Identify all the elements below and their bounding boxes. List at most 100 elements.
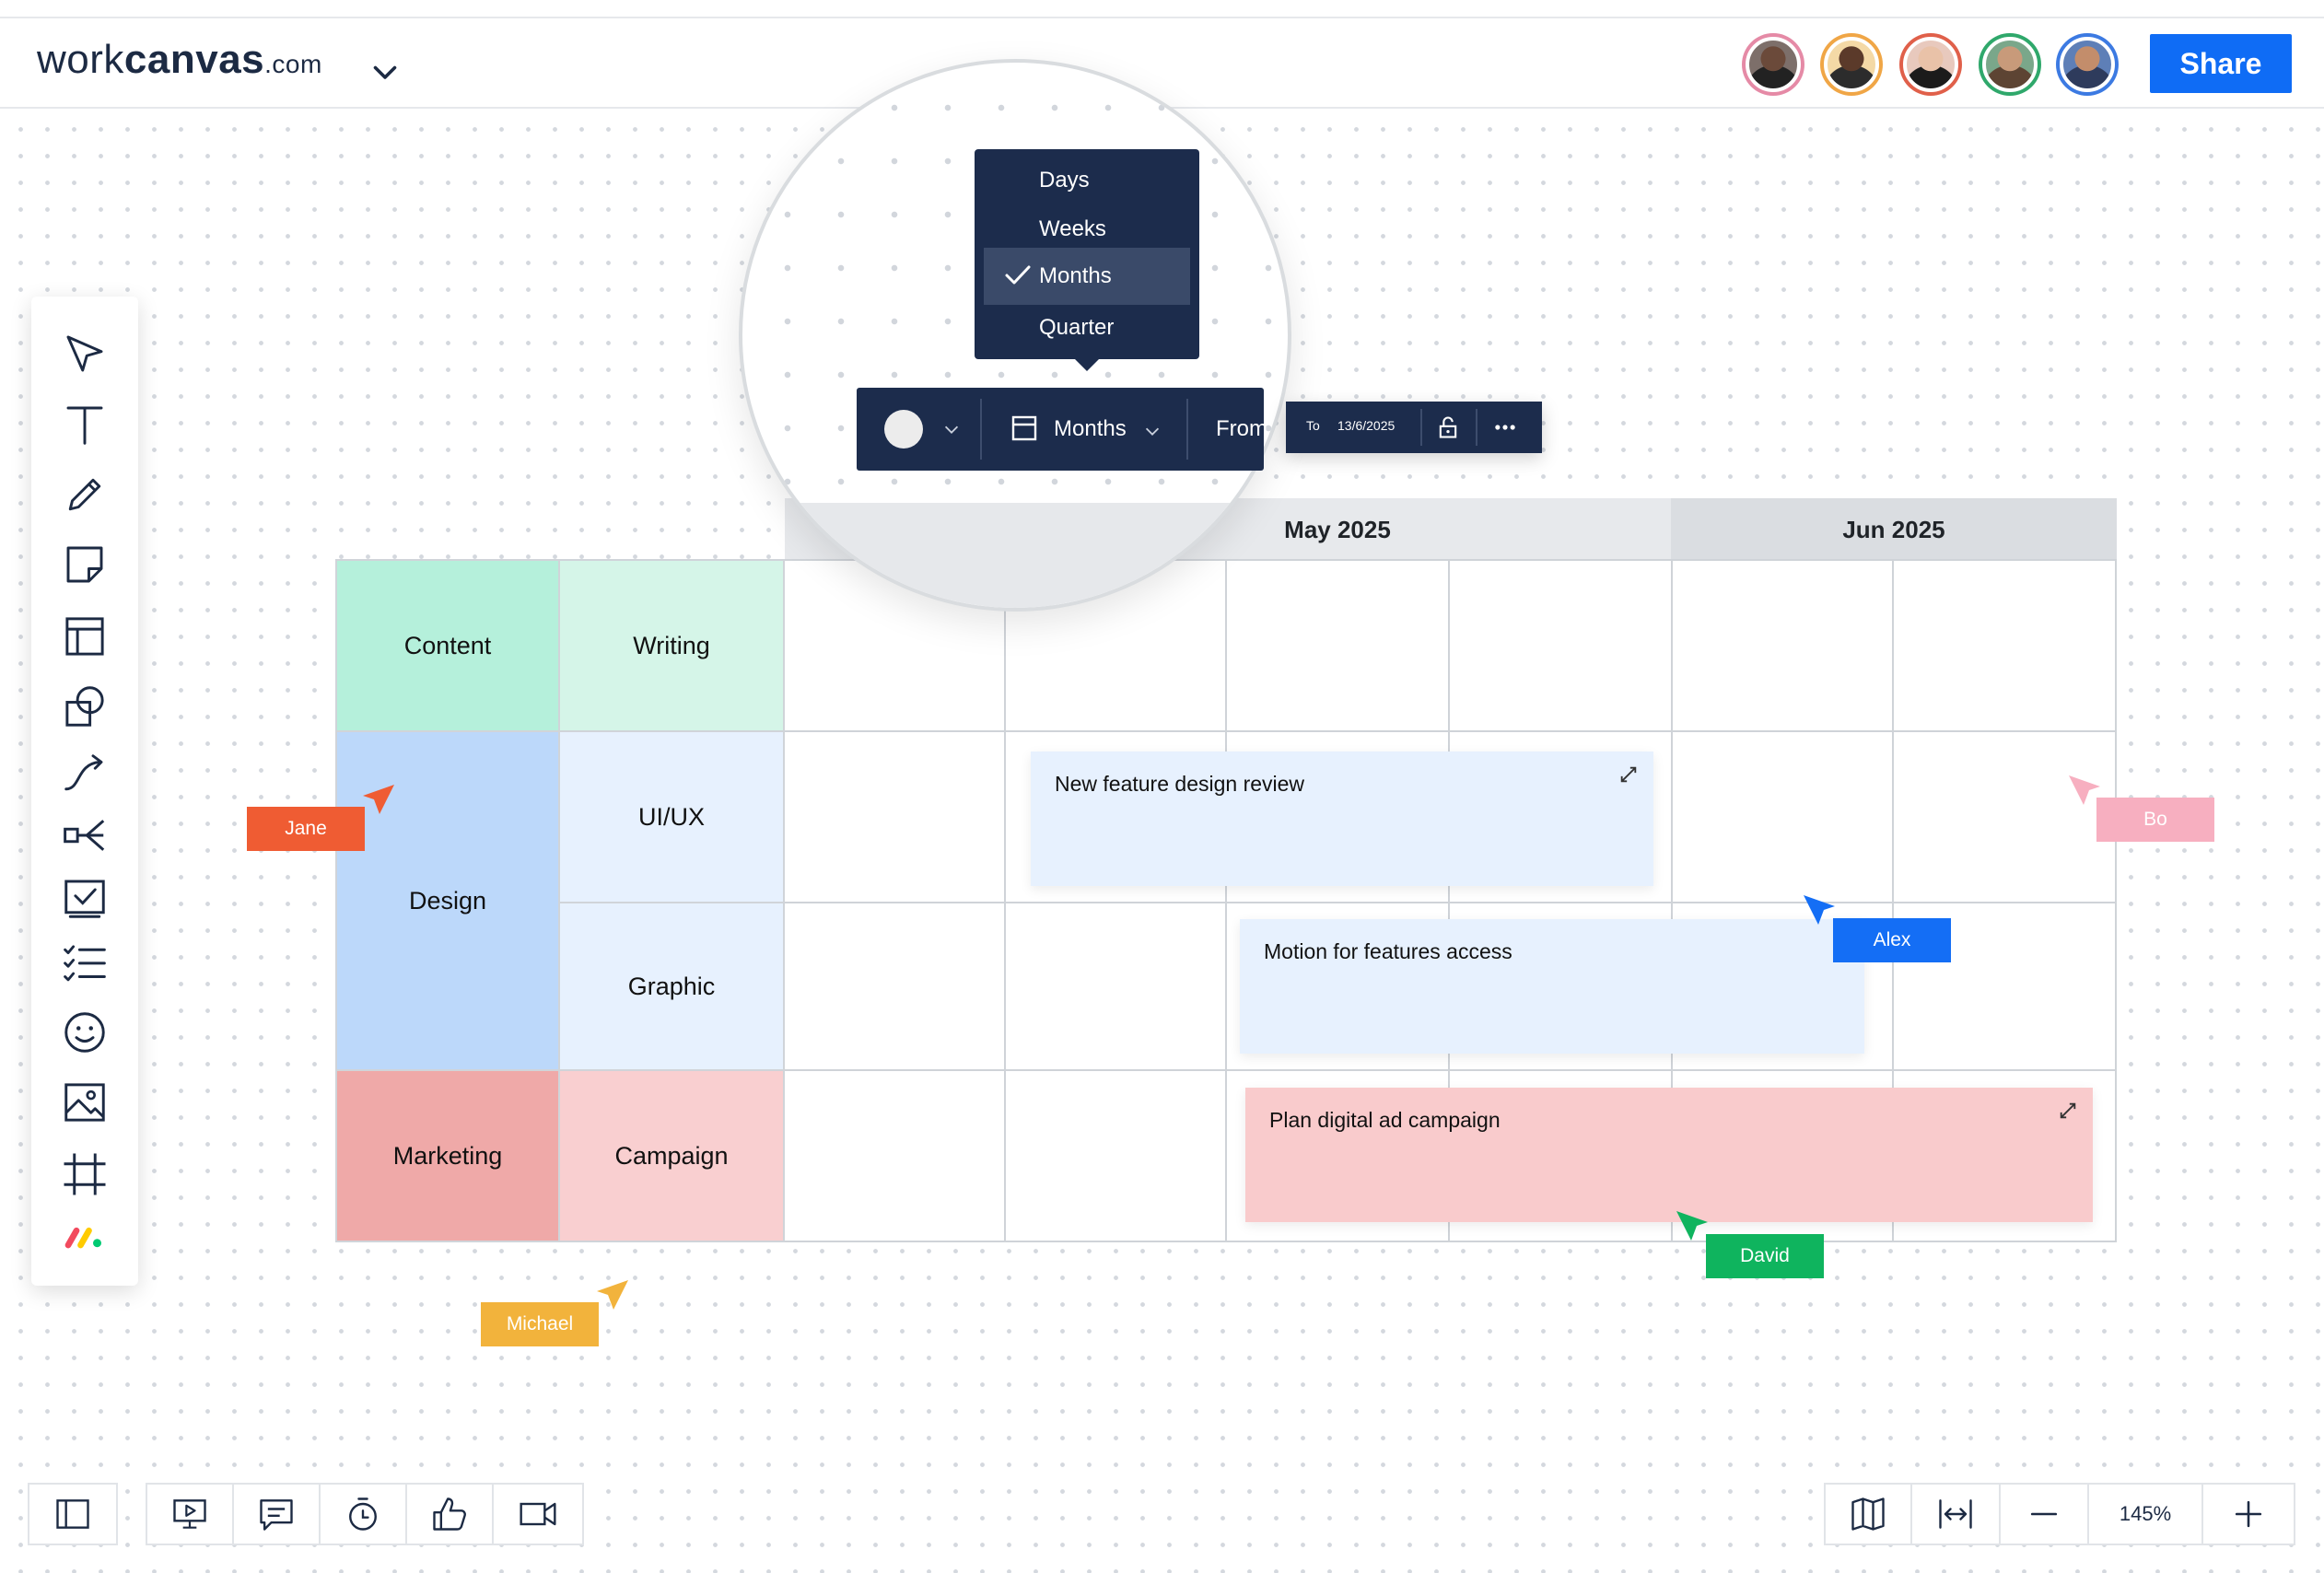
checkbox-tool[interactable]: [31, 871, 138, 925]
panel-toggle-bar: [28, 1483, 118, 1545]
more-options-icon[interactable]: [1490, 414, 1520, 440]
lock-icon[interactable]: [1435, 414, 1461, 440]
grid-cell[interactable]: [1671, 730, 1894, 903]
image-tool[interactable]: [31, 1076, 138, 1129]
present-icon: [173, 1499, 206, 1529]
chevron-down-icon[interactable]: [941, 419, 962, 439]
comment-button[interactable]: [234, 1485, 321, 1544]
checklist-icon: [64, 945, 106, 982]
menu-item-months[interactable]: Months: [984, 248, 1190, 305]
zoom-out-button[interactable]: [2001, 1485, 2089, 1544]
pen-tool[interactable]: [31, 468, 138, 521]
timeline-header-band-jun: [1671, 498, 2117, 561]
brand-suffix: .com: [264, 50, 322, 78]
menu-item-weeks[interactable]: Weeks: [1039, 216, 1106, 241]
menu-item-quarter[interactable]: Quarter: [1039, 315, 1115, 340]
pen-icon: [68, 478, 101, 511]
connector-icon: [64, 754, 103, 791]
lane-ui-ux[interactable]: UI/UX: [558, 730, 785, 903]
timeline-card[interactable]: Plan digital ad campaign: [1245, 1088, 2093, 1222]
chevron-down-icon[interactable]: [368, 55, 402, 88]
grid-cell[interactable]: [783, 902, 1006, 1071]
monday-logo-icon: [64, 1227, 101, 1249]
text-icon: [66, 406, 103, 445]
grid-cell[interactable]: [783, 1069, 1006, 1242]
group-marketing[interactable]: Marketing: [335, 1069, 560, 1242]
vote-button[interactable]: [407, 1485, 494, 1544]
scale-dropdown-menu: Days Weeks Months Quarter: [975, 149, 1199, 359]
view-controls-bar: 145%: [1824, 1483, 2295, 1545]
zoom-in-button[interactable]: [2203, 1485, 2294, 1544]
zoom-level[interactable]: 145%: [2089, 1485, 2203, 1544]
cursor-arrow-icon: [363, 785, 394, 814]
grid-cell[interactable]: [1892, 730, 2117, 903]
magnifier-lens: [739, 59, 1291, 612]
grid-cell[interactable]: [1004, 1069, 1227, 1242]
pointer-tool[interactable]: [31, 327, 138, 380]
tool-sidebar: [31, 297, 138, 1286]
cursor-label-david: David: [1706, 1234, 1824, 1278]
avatar[interactable]: [2060, 37, 2115, 92]
cursor-label-jane: Jane: [247, 807, 365, 851]
timer-button[interactable]: [321, 1485, 407, 1544]
card-title: New feature design review: [1055, 772, 1305, 796]
group-design[interactable]: Design: [335, 730, 560, 1071]
grid-cell[interactable]: [1892, 559, 2117, 732]
connector-tool[interactable]: [31, 748, 138, 801]
vote-icon: [433, 1497, 466, 1531]
grid-cell[interactable]: [1004, 902, 1227, 1071]
fit-width-icon: [1939, 1499, 1972, 1529]
shapes-tool[interactable]: [31, 680, 138, 733]
dropdown-pointer: [1073, 357, 1101, 371]
share-button[interactable]: Share: [2150, 34, 2292, 93]
checklist-tool[interactable]: [31, 938, 138, 991]
sticky-note-icon: [66, 546, 103, 583]
divider: [980, 399, 982, 460]
table-icon: [65, 617, 104, 656]
divider: [1476, 409, 1477, 446]
menu-item-days[interactable]: Days: [1039, 168, 1090, 192]
video-icon: [520, 1502, 556, 1526]
month-header-may: May 2025: [1284, 515, 1391, 543]
text-tool[interactable]: [31, 398, 138, 451]
scale-dropdown[interactable]: Months: [1054, 416, 1127, 441]
expand-icon[interactable]: [2058, 1101, 2078, 1121]
avatar[interactable]: [1746, 37, 1801, 92]
avatar[interactable]: [1903, 37, 1958, 92]
video-button[interactable]: [494, 1485, 582, 1544]
emoji-tool[interactable]: [31, 1006, 138, 1059]
sticky-note-tool[interactable]: [31, 538, 138, 591]
expand-icon[interactable]: [1618, 764, 1639, 785]
lane-graphic[interactable]: Graphic: [558, 902, 785, 1071]
mindmap-tool[interactable]: [31, 809, 138, 862]
table-tool[interactable]: [31, 610, 138, 663]
brand-logo[interactable]: workcanvas.com: [37, 37, 322, 83]
panel-toggle-button[interactable]: [29, 1485, 116, 1544]
magnified-context-toolbar: Months From: [857, 388, 1267, 471]
to-date-field[interactable]: 13/6/2025: [1337, 418, 1396, 433]
chevron-down-icon[interactable]: [1142, 421, 1162, 441]
group-content[interactable]: Content: [335, 559, 560, 732]
timeline-card[interactable]: New feature design review: [1031, 752, 1653, 886]
zoom-in-icon: [2235, 1500, 2262, 1528]
brand-name-light: work: [37, 37, 124, 82]
monday-app-tool[interactable]: [31, 1210, 138, 1264]
to-label: To: [1306, 418, 1320, 433]
avatar[interactable]: [1982, 37, 2038, 92]
color-swatch[interactable]: [884, 410, 923, 449]
magnified-header-band: [742, 503, 1288, 608]
grid-cell[interactable]: [1671, 559, 1894, 732]
lane-campaign[interactable]: Campaign: [558, 1069, 785, 1242]
timeline-card[interactable]: Motion for features access: [1240, 919, 1864, 1054]
cursor-arrow-icon: [1676, 1211, 1708, 1241]
fit-width-button[interactable]: [1912, 1485, 2001, 1544]
grid-cell[interactable]: [783, 730, 1006, 903]
avatar[interactable]: [1824, 37, 1879, 92]
present-button[interactable]: [147, 1485, 234, 1544]
month-header-jun: Jun 2025: [1842, 515, 1945, 543]
frame-tool[interactable]: [31, 1148, 138, 1201]
minimap-button[interactable]: [1826, 1485, 1912, 1544]
pointer-icon: [66, 335, 103, 372]
map-icon: [1851, 1497, 1885, 1531]
grid-cell[interactable]: [1448, 559, 1673, 732]
